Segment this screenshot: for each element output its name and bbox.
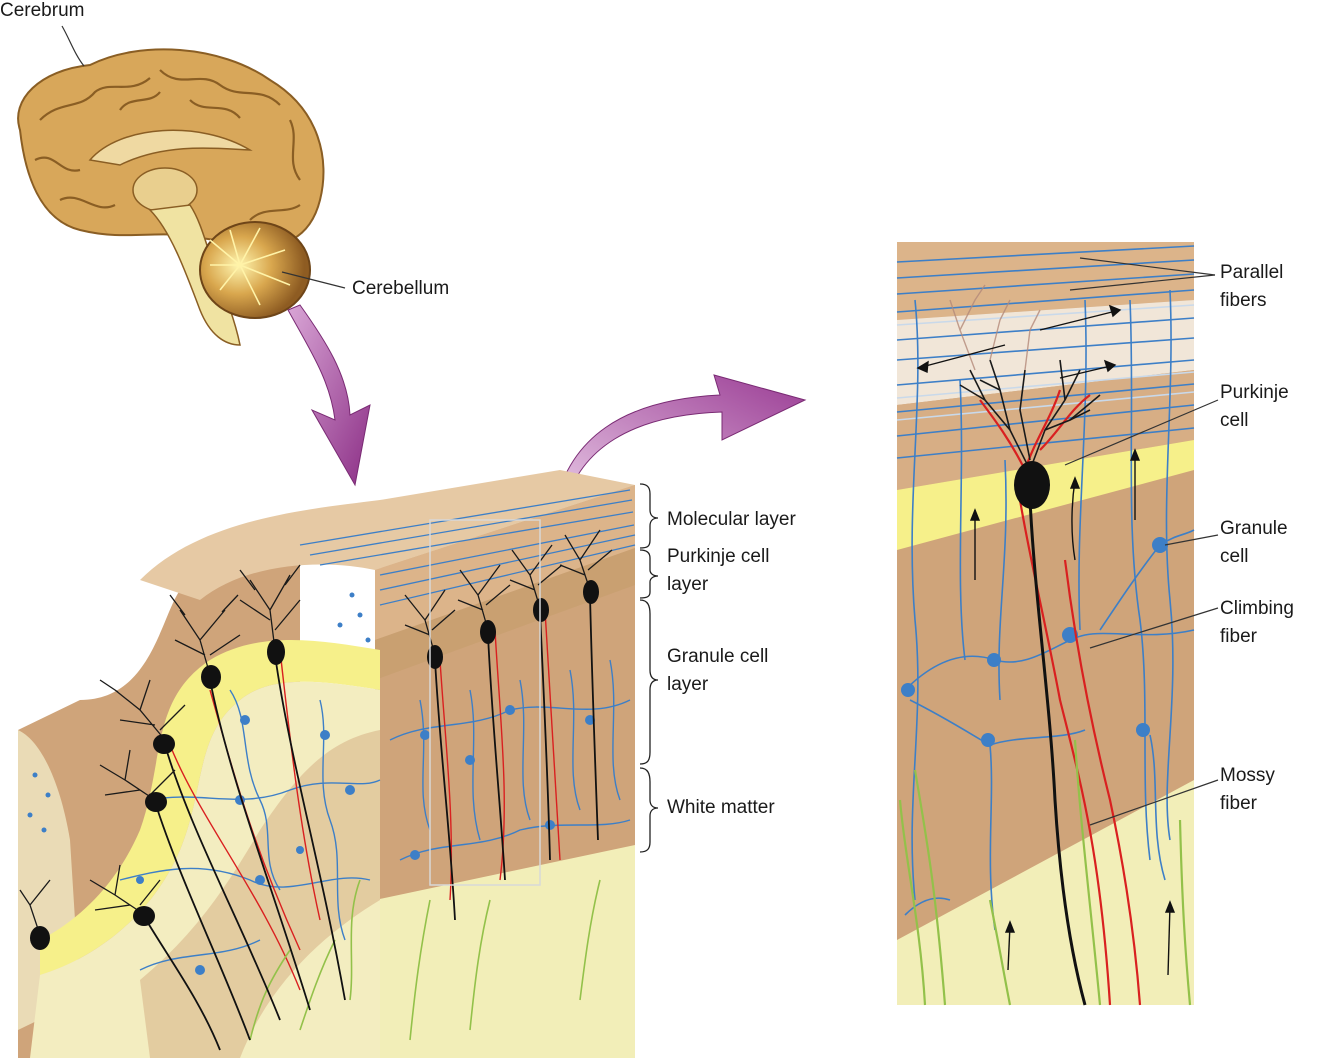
label-purkinje-layer-line2: layer — [667, 574, 709, 595]
panel-molecular-top — [897, 242, 1194, 320]
brainstem — [148, 204, 241, 346]
brace-granule — [639, 599, 659, 765]
cerebellum-shape — [199, 221, 311, 319]
label-granule-layer-line2: layer — [667, 674, 709, 695]
panel-purkinje-dendrites-faint — [949, 284, 1041, 371]
label-molecular-layer: Molecular layer — [667, 509, 796, 530]
panel-purkinje-axon — [1028, 499, 1087, 1006]
layer-braces — [639, 483, 659, 853]
panel-purkinje-dendrites — [959, 359, 1101, 471]
purkinje-cells-block — [30, 580, 599, 950]
label-purkinje-layer-line1: Purkinje cell — [667, 546, 770, 567]
panel-direction-arrows — [916, 304, 1176, 976]
brace-molecular — [639, 483, 659, 549]
label-climbing-fiber-line2: fiber — [1220, 626, 1257, 647]
panel-purkinje-cell-body — [1014, 461, 1050, 509]
parallel-fibers-block — [299, 489, 636, 606]
label-parallel-fibers-line2: fibers — [1220, 290, 1267, 311]
label-parallel-fibers-line1: Parallel — [1220, 262, 1284, 283]
purkinje-axons-block — [144, 594, 599, 1051]
panel-climbing-fibers — [979, 389, 1142, 1006]
panel-parallel-fibers-light — [896, 304, 1195, 421]
label-climbing-fiber-line1: Climbing — [1220, 598, 1294, 619]
curved-purkinje-band — [40, 640, 380, 975]
label-granule-cell-line2: cell — [1220, 546, 1249, 567]
panel-leader-lines — [1064, 257, 1219, 826]
purkinje-dendrites-block — [19, 529, 613, 936]
tissue-side-lower — [140, 730, 380, 1058]
mossy-fibers-block — [249, 879, 601, 1041]
label-cerebrum: Cerebrum — [0, 0, 85, 21]
white-matter-band — [375, 845, 635, 1058]
label-mossy-fiber-line2: fiber — [1220, 793, 1257, 814]
purkinje-layer-band — [375, 548, 635, 680]
label-purkinje-cell-line2: cell — [1220, 410, 1249, 431]
granule-fibers-block — [119, 659, 631, 971]
label-mossy-fiber-line1: Mossy — [1220, 765, 1275, 786]
side-dots — [27, 592, 371, 833]
cerebrum-leader-line — [61, 25, 85, 67]
cerebellum-leader-line — [281, 271, 346, 289]
block-top-surface — [140, 470, 635, 600]
panel-white-matter — [897, 780, 1194, 1005]
zoom-region-outline — [429, 519, 541, 886]
cerebellum-folia — [209, 227, 291, 306]
panel-mossy-fibers — [898, 739, 1192, 1006]
label-purkinje-cell-line1: Purkinje — [1220, 382, 1289, 403]
brain-illustration — [17, 48, 325, 346]
cerebellum-tissue-block — [18, 470, 636, 1058]
label-cerebellum: Cerebellum — [352, 278, 450, 299]
granule-cells-block — [136, 705, 595, 975]
brace-white-matter — [639, 767, 659, 853]
panel-parallel-fibers — [896, 245, 1195, 459]
brace-purkinje — [639, 549, 659, 599]
label-granule-cell-line1: Granule — [1220, 518, 1288, 539]
arrow-down-icon — [287, 304, 371, 487]
panel-granule-cells — [901, 537, 1168, 747]
gyri-lines — [34, 69, 301, 221]
enlarged-tissue-panel — [896, 242, 1195, 1006]
label-granule-layer-line1: Granule cell — [667, 646, 769, 667]
corpus-callosum — [88, 129, 253, 166]
label-white-matter: White matter — [667, 797, 775, 818]
arrow-right-icon — [554, 374, 807, 506]
